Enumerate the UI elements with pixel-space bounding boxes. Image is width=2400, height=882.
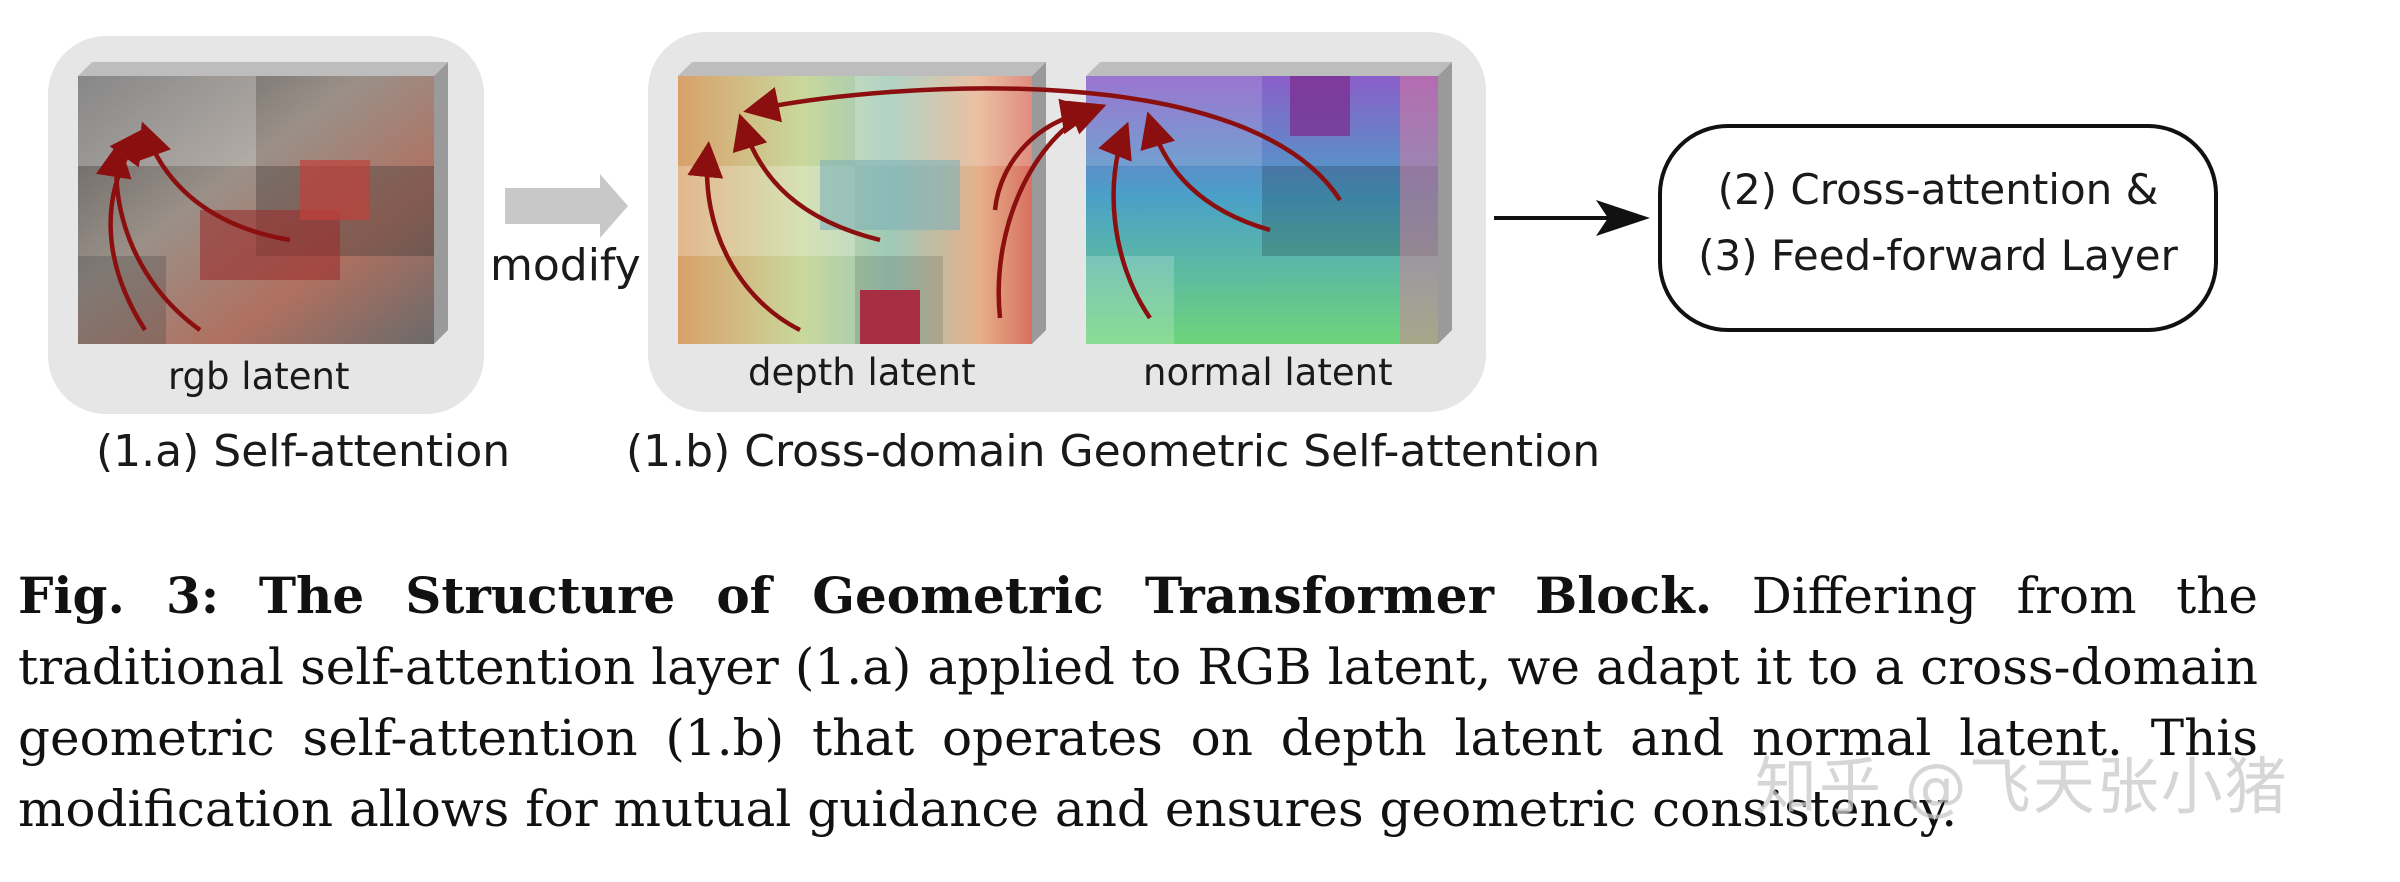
rgb-attention-arrows [95, 121, 291, 332]
output-box [1658, 124, 2218, 332]
figure-caption: Fig. 3: The Structure of Geometric Trans… [18, 560, 2258, 845]
depth-latent-label: depth latent [748, 351, 976, 394]
figure-graphic [48, 32, 2218, 414]
modify-label: modify [490, 240, 641, 291]
normal-latent-label: normal latent [1143, 351, 1393, 394]
caption-title: The Structure of Geometric Transformer B… [258, 566, 1713, 625]
rgb-latent-image [78, 62, 448, 344]
panel-a-subtitle: (1.a) Self-attention [96, 426, 511, 477]
depth-latent-image [678, 62, 1046, 344]
panel-b-subtitle: (1.b) Cross-domain Geometric Self-attent… [626, 426, 1601, 477]
caption-body: Differing from the traditional self-atte… [18, 567, 2258, 838]
output-box-line1: (2) Cross-attention & [1717, 165, 2159, 214]
figure: rgb latent (1.a) Self-attention modify d… [48, 32, 2218, 477]
caption-label: Fig. 3: [18, 566, 220, 625]
cross-domain-attention-arrows [687, 86, 1342, 333]
watermark: 知乎 @飞天张小猪 [1755, 750, 2289, 823]
modify-arrow [505, 174, 628, 238]
rgb-latent-label: rgb latent [168, 355, 350, 398]
output-box-line2: (3) Feed-forward Layer [1698, 231, 2178, 280]
